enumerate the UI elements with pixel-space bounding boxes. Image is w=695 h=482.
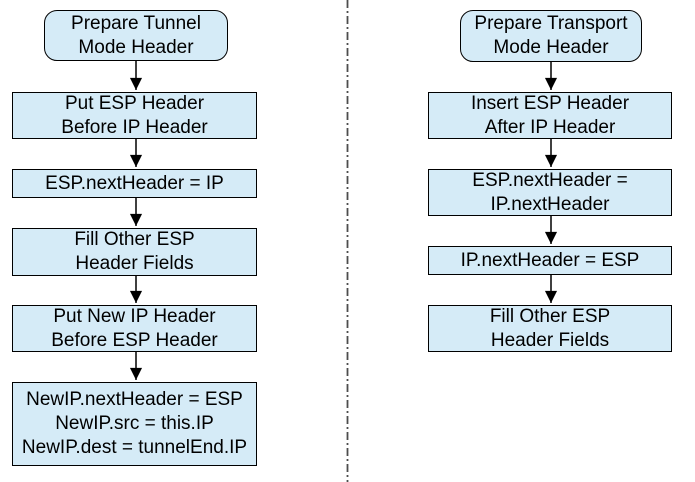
flow-box-fill-other-esp-fields-left: Fill Other ESP Header Fields [12, 228, 257, 276]
flow-box-prepare-transport-header: Prepare Transport Mode Header [460, 10, 642, 62]
flow-box-put-new-ip-header: Put New IP Header Before ESP Header [12, 305, 257, 352]
flow-box-esp-nextheader-ip: ESP.nextHeader = IP [12, 169, 257, 198]
flow-box-ip-nextheader-esp: IP.nextHeader = ESP [428, 246, 672, 275]
flow-box-esp-nextheader-from-ip: ESP.nextHeader = IP.nextHeader [428, 169, 672, 216]
flow-box-newip-assignments: NewIP.nextHeader = ESP NewIP.src = this.… [12, 382, 257, 466]
flow-box-insert-esp-after-ip: Insert ESP Header After IP Header [428, 92, 672, 139]
flow-box-prepare-tunnel-header: Prepare Tunnel Mode Header [44, 10, 228, 61]
flow-box-put-esp-before-ip: Put ESP Header Before IP Header [12, 92, 257, 139]
flow-box-fill-other-esp-fields-right: Fill Other ESP Header Fields [428, 305, 672, 352]
